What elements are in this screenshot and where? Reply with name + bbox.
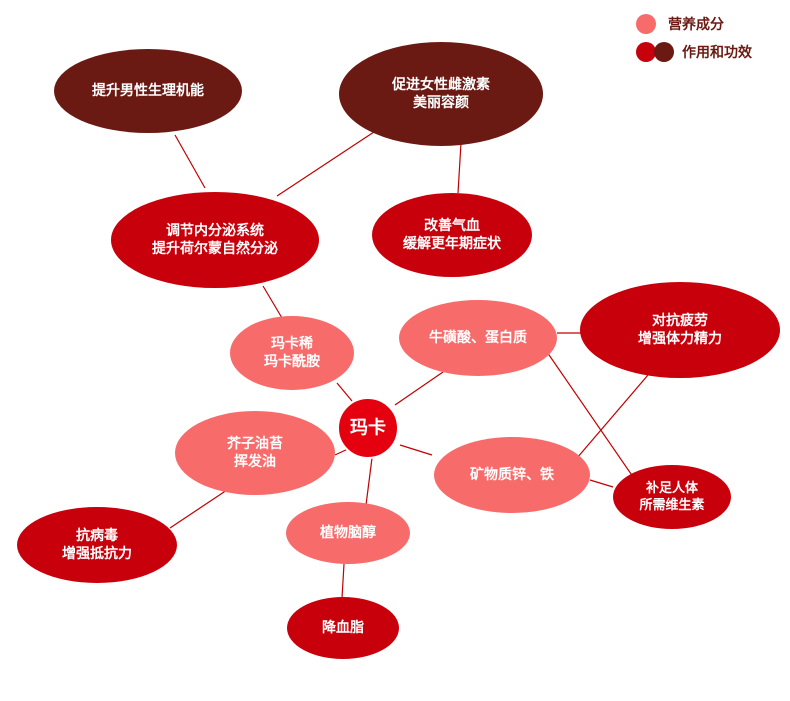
node-n4-label-1: 改善气血 — [424, 217, 480, 234]
node-n9-label-1: 矿物质锌、铁 — [470, 466, 554, 483]
node-n8-label-1: 芥子油苔 — [227, 435, 283, 452]
node-n10-label-2: 所需维生素 — [639, 497, 704, 513]
connector-line-12 — [399, 444, 433, 456]
legend-row-nutrients: 营养成分 — [636, 12, 724, 36]
node-n4-bubble — [372, 193, 532, 277]
node-n5-label-2: 增强体力精力 — [638, 330, 722, 347]
node-n6-bubble — [230, 316, 354, 390]
node-n8-label-2: 挥发油 — [234, 453, 276, 470]
legend-dot-light — [636, 14, 656, 34]
legend-label-nutrients: 营养成分 — [668, 17, 724, 33]
node-n4-label-2: 缓解更年期症状 — [403, 235, 502, 252]
node-n12-label-1: 植物脑醇 — [319, 524, 376, 541]
connector-line-6 — [394, 371, 444, 406]
node-n7-bubble — [399, 300, 557, 376]
node-n5-label-1: 对抗疲劳 — [652, 312, 708, 329]
node-center: 玛卡 — [337, 397, 399, 459]
connector-line-3 — [457, 142, 462, 194]
node-n13: 降血脂 — [287, 597, 399, 659]
node-n2-bubble — [339, 42, 543, 146]
node-n10-bubble — [613, 465, 731, 529]
node-n6-label-2: 玛卡酰胺 — [264, 353, 320, 370]
node-n3-bubble — [111, 192, 319, 288]
node-n1-bubble — [54, 49, 242, 133]
node-n13-label-1: 降血脂 — [322, 619, 364, 636]
connector-line-15 — [169, 489, 228, 529]
node-n12: 植物脑醇 — [286, 502, 410, 564]
legend: 营养成分 作用和功效 — [636, 12, 786, 72]
node-n2-label-1: 促进女性雌激素 — [391, 76, 490, 93]
node-n8-bubble — [175, 411, 335, 495]
connection-lines — [169, 127, 649, 599]
nodes: 玛卡提升男性生理机能促进女性雌激素美丽容颜调节内分泌系统提升荷尔蒙自然分泌改善气… — [17, 42, 780, 659]
node-n11-label-1: 抗病毒 — [76, 527, 118, 544]
node-n3-label-1: 调节内分泌系统 — [166, 222, 264, 239]
node-n9-bubble — [434, 437, 590, 513]
node-n3-label-2: 提升荷尔蒙自然分泌 — [152, 240, 278, 257]
node-center-label-1: 玛卡 — [350, 417, 386, 439]
node-n11-bubble — [17, 507, 177, 583]
node-n1-label-1: 提升男性生理机能 — [92, 82, 204, 99]
legend-dot-red — [636, 42, 656, 62]
connector-line-5 — [336, 382, 353, 402]
node-center-bubble — [337, 397, 399, 459]
legend-label-effects: 作用和功效 — [682, 45, 752, 61]
connector-line-14 — [341, 563, 345, 599]
connector-line-8 — [546, 351, 641, 488]
node-n12-bubble — [286, 502, 410, 564]
node-n7: 牛磺酸、蛋白质 — [399, 300, 557, 376]
node-n7-label-1: 牛磺酸、蛋白质 — [429, 329, 527, 346]
node-n10-label-1: 补足人体 — [645, 480, 699, 496]
connector-line-9 — [576, 374, 649, 459]
node-n13-bubble — [287, 597, 399, 659]
node-n9: 矿物质锌、铁 — [434, 437, 590, 513]
legend-row-effects: 作用和功效 — [636, 40, 752, 64]
node-n5-bubble — [580, 282, 780, 378]
node-n1: 提升男性生理机能 — [54, 49, 242, 133]
connector-line-1 — [174, 134, 206, 189]
node-n6-label-1: 玛卡稀 — [271, 335, 313, 352]
legend-dot-dark — [654, 42, 674, 62]
connector-line-10 — [589, 479, 614, 488]
connector-line-2 — [276, 127, 381, 197]
connector-line-13 — [365, 457, 373, 506]
node-n2-label-2: 美丽容颜 — [413, 94, 469, 111]
node-n11-label-2: 增强抵抗力 — [62, 545, 132, 562]
connector-line-4 — [262, 285, 283, 319]
